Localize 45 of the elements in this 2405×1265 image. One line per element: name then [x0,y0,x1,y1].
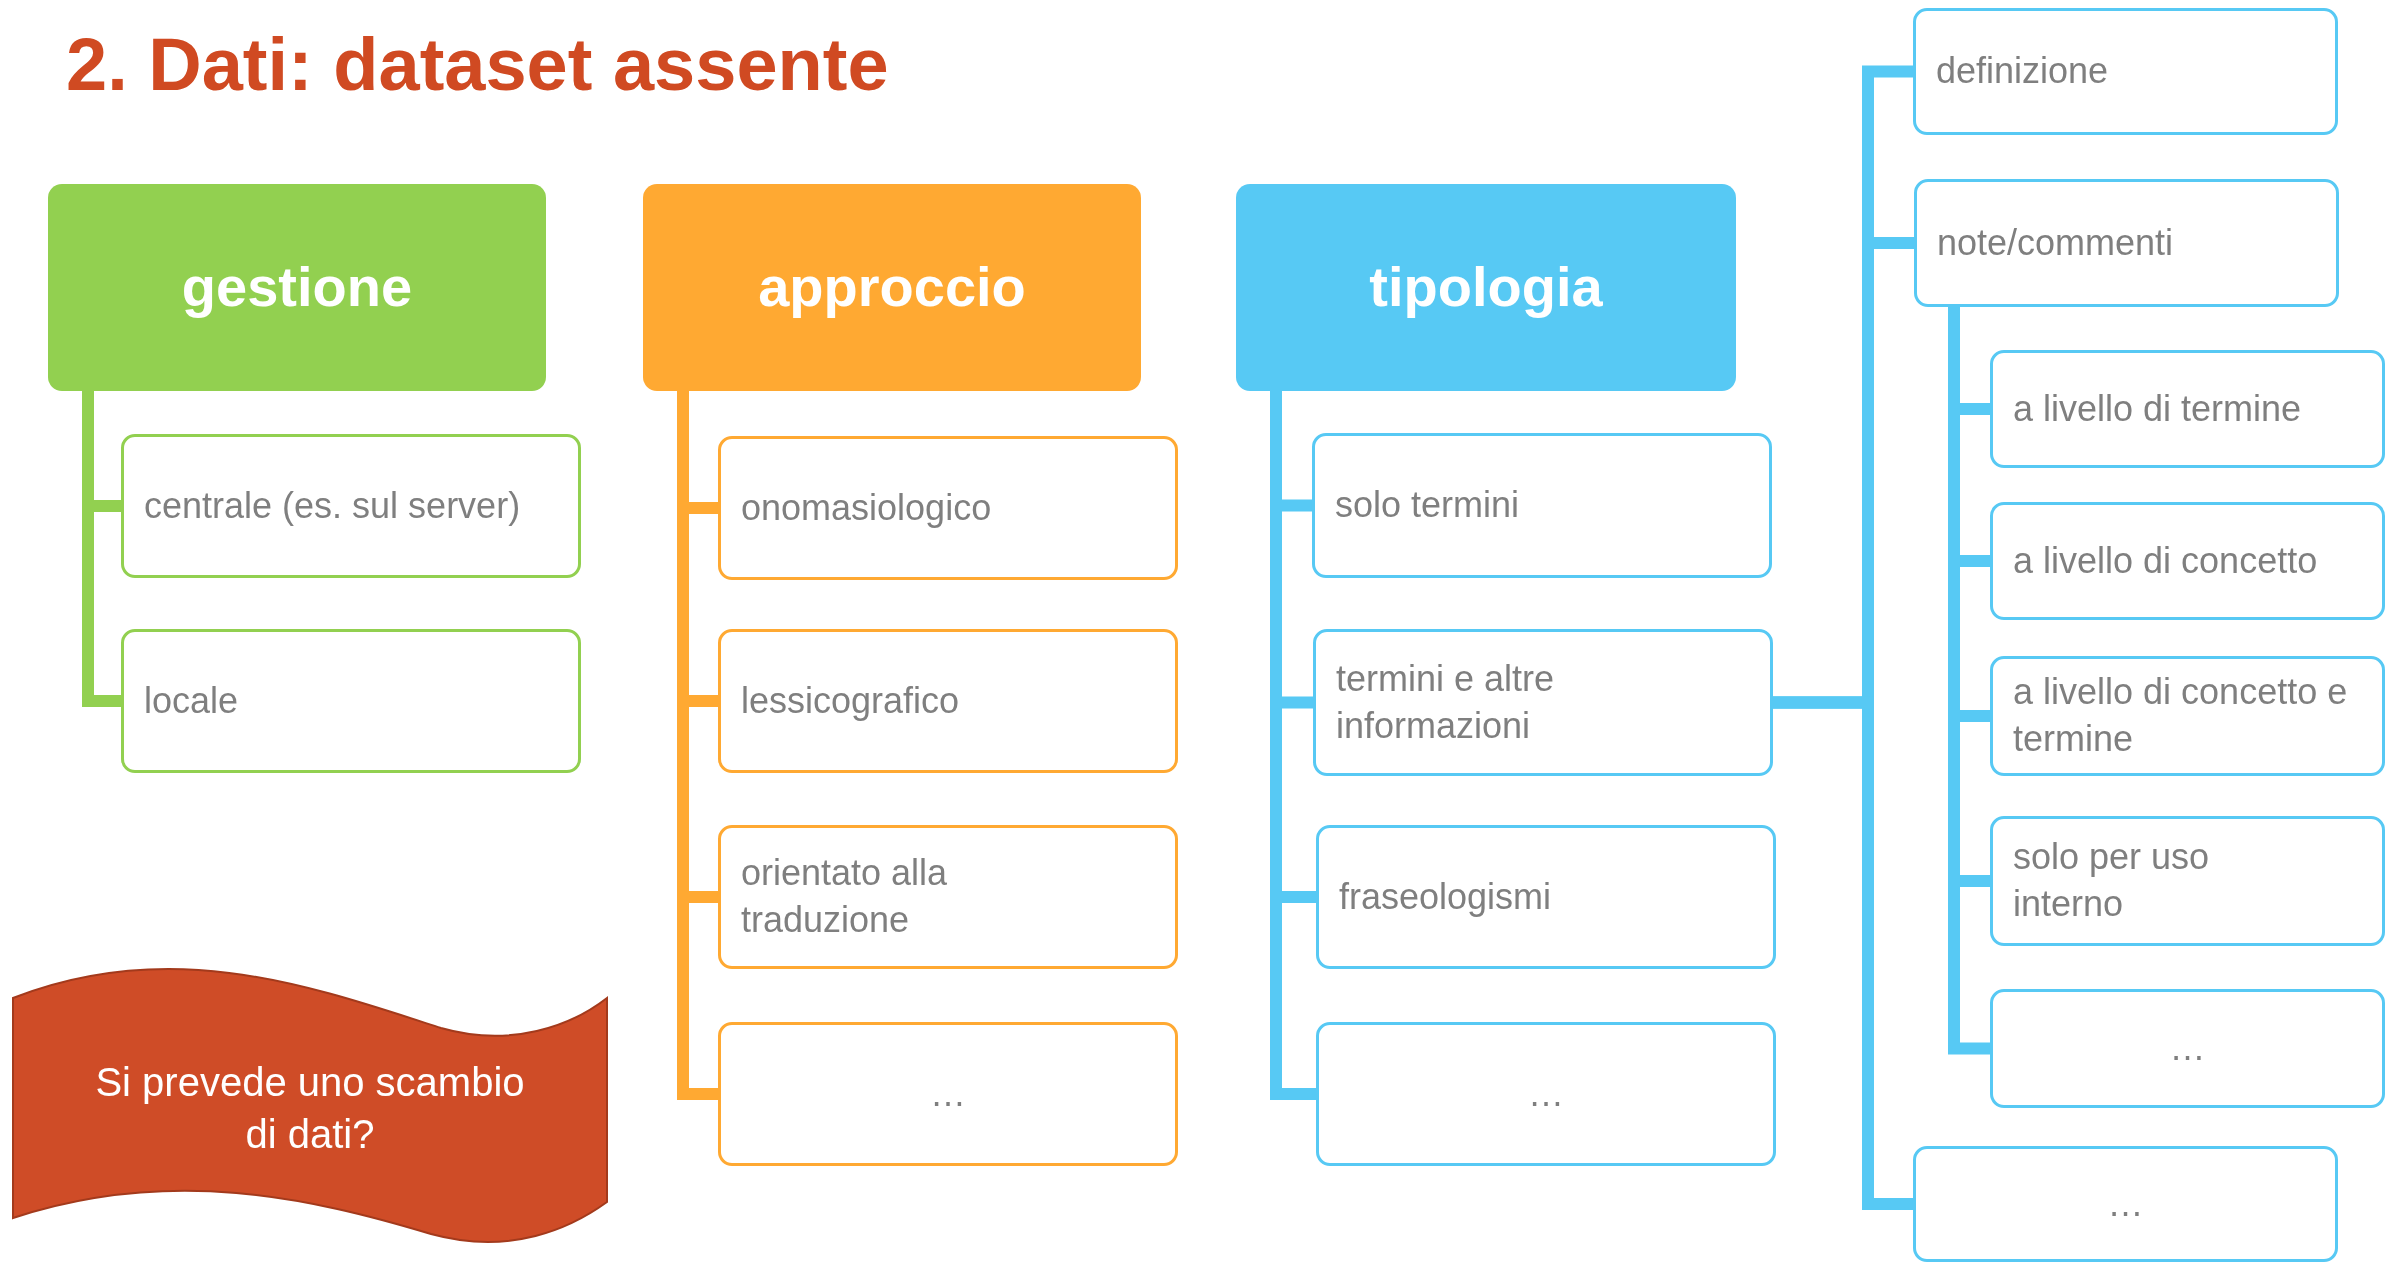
connector-line [1773,696,1913,1210]
item-text: note/commenti [1937,220,2174,265]
category-box [48,184,546,391]
item-text: a livello di concetto e termine [2013,670,2349,761]
item-text: a livello di termine [2013,386,2302,431]
item-box [1313,629,1773,776]
item-box [1990,989,2385,1108]
item-text: solo termini [1335,483,1520,528]
item-text: … [1528,1071,1564,1116]
item-box [1914,179,2339,307]
item-box [1316,1022,1776,1166]
item-box [718,629,1178,773]
category-title: approccio [758,254,1026,321]
item-text: orientato alla traduzione [741,851,949,942]
item-text: Si prevede uno scambio di dati? [94,1059,526,1158]
item-box [1913,1146,2338,1262]
item-text: solo per uso interno [2013,835,2211,926]
item-box [718,1022,1178,1166]
item-text: lessicografico [741,678,960,723]
item-text: fraseologismi [1339,874,1552,919]
item-box [1316,825,1776,969]
category-box [1236,184,1736,391]
category-title: gestione [181,254,413,321]
item-text: … [2107,1181,2144,1226]
item-text: definizione [1936,49,2109,94]
item-box [718,825,1178,969]
item-box [1913,8,2338,135]
item-box [1990,656,2385,776]
item-text: locale [144,678,239,723]
item-text: … [2169,1026,2206,1071]
category-box [643,184,1141,391]
item-text: centrale (es. sul server) [144,483,521,528]
category-title: tipologia [1369,254,1603,321]
item-box [718,436,1178,580]
item-box [1990,350,2385,468]
item-box [1990,502,2385,620]
item-text: onomasiologico [741,485,992,530]
item-box [1312,433,1772,578]
item-text: a livello di concetto [2013,538,2318,583]
title: 2. Dati: dataset assente [66,22,889,107]
item-box [121,629,581,773]
item-box [1990,816,2385,946]
item-text: termini e altre informazioni [1336,656,1556,748]
item-box [121,434,581,578]
item-text: … [930,1071,966,1116]
